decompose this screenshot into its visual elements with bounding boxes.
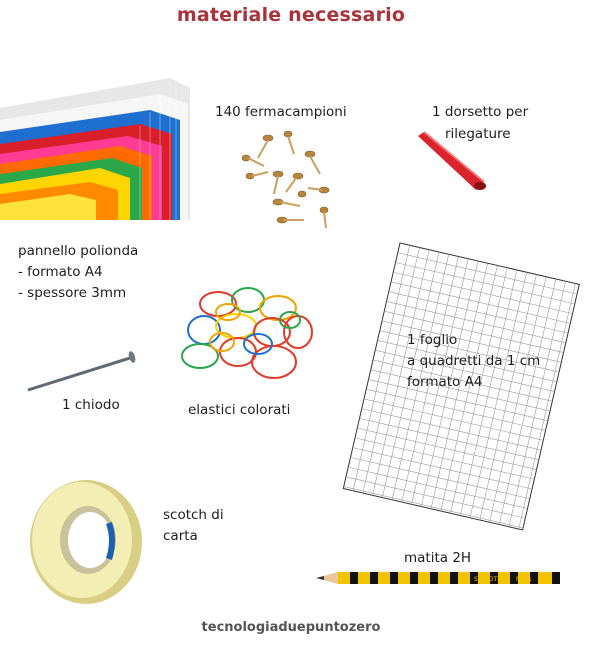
pencil-model-text: Noris xyxy=(516,576,531,583)
dorsetto-image xyxy=(418,131,486,190)
polionda-label-line2: - formato A4 xyxy=(18,264,103,280)
foglio-label-line1: 1 foglio xyxy=(407,332,458,348)
scotch-label-line1: scotch di xyxy=(163,507,224,523)
dorsetto-label-line2: rilegature xyxy=(445,126,511,142)
fermacampioni-image xyxy=(241,130,330,229)
polionda-label-line1: pannello polionda xyxy=(18,243,139,259)
foglio-label-line3: formato A4 xyxy=(407,374,483,390)
chiodo-image xyxy=(27,351,136,392)
page-title: materiale necessario xyxy=(176,4,406,26)
dorsetto-label-line1: 1 dorsetto per xyxy=(432,104,529,120)
elastici-label: elastici colorati xyxy=(188,402,291,418)
polionda-label-line3: - spessore 3mm xyxy=(18,285,127,301)
polionda-panels-image xyxy=(0,78,190,220)
pencil-grade-text: 2H xyxy=(538,576,546,583)
matita-image: STAEDTLER Noris 2H xyxy=(316,572,560,584)
scotch-label-line2: carta xyxy=(163,528,198,544)
elastici-image xyxy=(181,287,313,379)
foglio-label-line2: a quadretti da 1 cm xyxy=(407,353,541,369)
footer-credit: tecnologiaduepuntozero xyxy=(201,620,381,635)
scotch-image xyxy=(30,480,142,604)
chiodo-label: 1 chiodo xyxy=(62,397,120,413)
pencil-brand-text: STAEDTLER xyxy=(474,576,509,583)
matita-label: matita 2H xyxy=(404,550,472,566)
foglio-quadretti-image xyxy=(342,242,580,531)
fermacampioni-label: 140 fermacampioni xyxy=(215,104,347,120)
